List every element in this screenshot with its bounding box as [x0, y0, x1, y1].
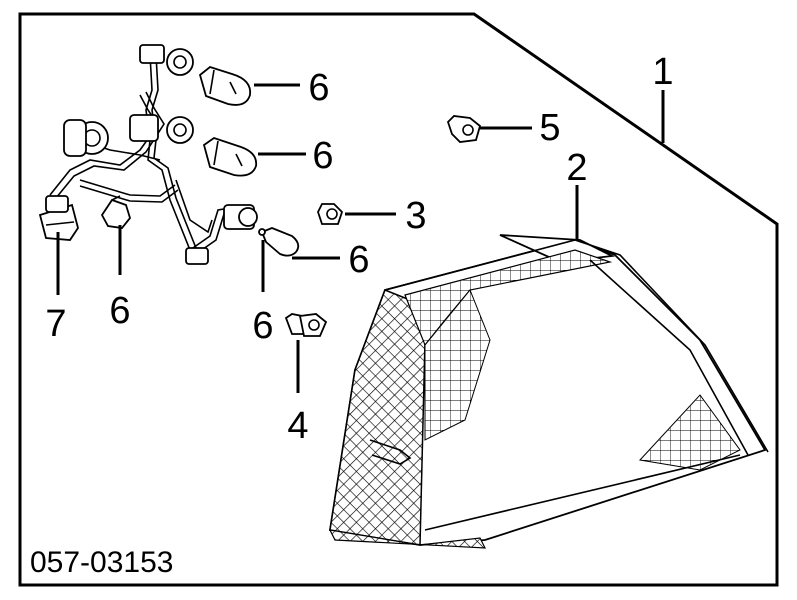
callout-6-upper: 6	[308, 67, 329, 109]
diagram-code: 057-03153	[30, 546, 173, 579]
callout-7: 7	[45, 303, 66, 345]
wedge-bulb-part-6-small	[258, 227, 300, 257]
wedge-bulb-part-6	[100, 195, 132, 229]
callout-6-left: 6	[109, 290, 130, 332]
wiring-harness	[49, 44, 258, 265]
callout-6-middle: 6	[312, 135, 333, 177]
callout-6-socket: 6	[252, 305, 273, 347]
callout-5: 5	[539, 107, 560, 149]
callout-4: 4	[287, 405, 308, 447]
bulb-upper-1	[198, 65, 252, 106]
lamp-lens	[328, 234, 769, 549]
callout-3: 3	[405, 195, 426, 237]
clip-part-5	[446, 115, 482, 143]
clip-part-4	[284, 313, 328, 337]
callout-2: 2	[566, 147, 587, 189]
bulb-upper-2	[202, 137, 258, 177]
screw-grommet-part-3	[317, 203, 344, 225]
callout-1: 1	[652, 51, 673, 93]
leader-lines	[56, 83, 665, 393]
frame-border	[18, 12, 779, 587]
callout-6-right: 6	[348, 239, 369, 281]
socket-part-7	[38, 195, 79, 241]
